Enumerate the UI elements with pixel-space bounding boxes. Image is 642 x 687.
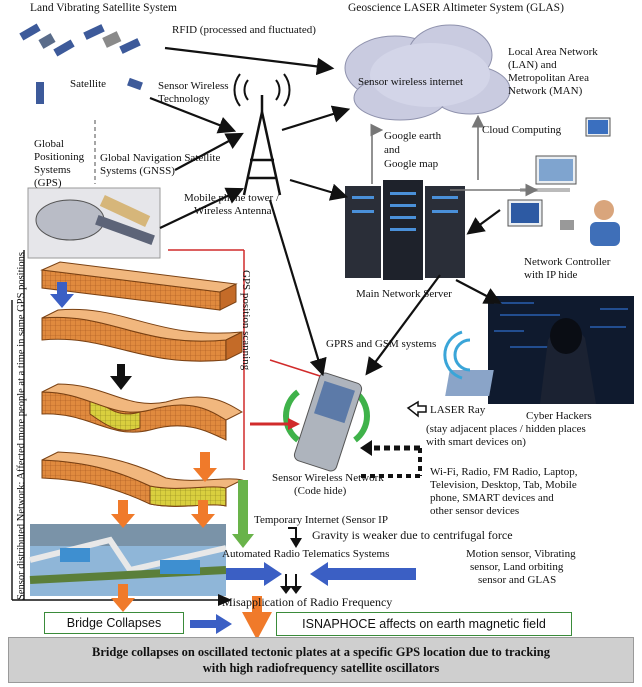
- label-tower-2: Wireless Antenna: [194, 205, 272, 217]
- label-sensor-network-vertical: Sensor distributed Network: Affected mor…: [16, 252, 27, 600]
- label-net-ctrl-2: with IP hide: [524, 269, 578, 281]
- label-lan-2: (LAN) and: [508, 59, 557, 71]
- label-motion-2: sensor, Land orbiting: [470, 561, 564, 573]
- computer-icons: [507, 117, 620, 246]
- label-art: Automated Radio Telematics Systems: [222, 548, 390, 560]
- label-wifi-1: Wi-Fi, Radio, FM Radio, Laptop,: [430, 466, 578, 478]
- label-cloud-computing: Cloud Computing: [482, 124, 562, 136]
- dashed-signal-arrow: [360, 440, 422, 478]
- label-laser: LASER Ray: [430, 404, 486, 416]
- label-main-server: Main Network Server: [356, 288, 452, 300]
- orange-arrows: [111, 452, 272, 640]
- cloud-icon: [344, 24, 511, 121]
- label-gnss-2: Systems (GNSS): [100, 165, 175, 177]
- footer-line-2: with high radiofrequency satellite oscil…: [202, 661, 440, 675]
- label-lan-1: Local Area Network: [508, 46, 598, 58]
- tower-icon: [233, 73, 291, 196]
- label-sensor-wireless-tech-2: Technology: [158, 93, 210, 105]
- isnaphoce-box: ISNAPHOCE affects on earth magnetic fiel…: [276, 612, 572, 636]
- server-icon: [345, 180, 465, 280]
- label-sensor-wireless-tech-1: Sensor Wireless: [158, 80, 229, 92]
- blue-arrows: [50, 282, 416, 634]
- label-wifi-4: other sensor devices: [430, 505, 520, 517]
- label-rfid: RFID (processed and fluctuated): [172, 24, 316, 36]
- label-swn-1: Sensor Wireless Network: [272, 472, 384, 484]
- label-google-1: Google earth: [384, 130, 442, 142]
- hacker-image: [445, 296, 634, 404]
- label-sensor-internet: Sensor wireless internet: [358, 76, 464, 88]
- label-gps-2: Positioning: [34, 151, 85, 163]
- label-motion-1: Motion sensor, Vibrating: [466, 548, 576, 560]
- fork-arrows: [280, 527, 302, 594]
- label-gps-4: (GPS): [34, 177, 62, 189]
- label-temp-internet: Temporary Internet (Sensor IP: [254, 514, 388, 526]
- wifi-icon: [443, 330, 471, 380]
- mobile-phone-icon: [283, 372, 370, 472]
- header-left: Land Vibrating Satellite System: [30, 2, 177, 14]
- label-gps-1: Global: [34, 138, 64, 150]
- header-right: Geoscience LASER Altimeter System (GLAS): [348, 2, 564, 14]
- label-hackers-2: (stay adjacent places / hidden places: [426, 423, 586, 435]
- gps-dish-image: [27, 187, 161, 259]
- bridge-collapses-box: Bridge Collapses: [44, 612, 184, 634]
- label-gps-scanning: GPS position scanning: [240, 270, 252, 371]
- black-arrows: [149, 46, 502, 377]
- label-misapplication: Misapplication of Radio Frequency: [222, 595, 393, 609]
- label-wifi-2: Television, Desktop, Tab, Mobile: [430, 479, 577, 491]
- label-tower-1: Mobile phone tower /: [184, 192, 280, 204]
- footer-line-1: Bridge collapses on oscillated tectonic …: [92, 645, 550, 659]
- red-arrows: [168, 249, 321, 470]
- label-wifi-3: phone, SMART devices and: [430, 492, 554, 504]
- label-gprs: GPRS and GSM systems: [326, 338, 437, 350]
- label-lan-4: Network (MAN): [508, 85, 583, 97]
- tectonic-plates: [40, 261, 244, 507]
- gray-arrows: [370, 114, 539, 197]
- label-hackers-3: with smart devices on): [426, 436, 526, 448]
- footer-caption: Bridge collapses on oscillated tectonic …: [8, 637, 634, 683]
- label-gnss-1: Global Navigation Satellite: [100, 152, 221, 164]
- black-down-arrow: [110, 364, 132, 390]
- label-hackers-1: Cyber Hackers: [526, 410, 592, 422]
- label-satellite: Satellite: [70, 78, 107, 90]
- label-lan-3: Metropolitan Area: [508, 72, 589, 84]
- label-swn-2: (Code hide): [294, 485, 347, 497]
- label-gravity: Gravity is weaker due to centrifugal for…: [312, 528, 513, 542]
- label-gps-3: Systems: [34, 164, 71, 176]
- label-google-2: and: [384, 144, 400, 156]
- satellite-icon: [19, 23, 143, 104]
- frame-arrowhead: [218, 594, 232, 606]
- label-net-ctrl-1: Network Controller: [524, 256, 611, 268]
- label-google-3: Google map: [384, 158, 439, 170]
- green-arrows: [232, 480, 254, 548]
- label-motion-3: sensor and GLAS: [478, 574, 557, 586]
- laser-arrow: [406, 400, 427, 418]
